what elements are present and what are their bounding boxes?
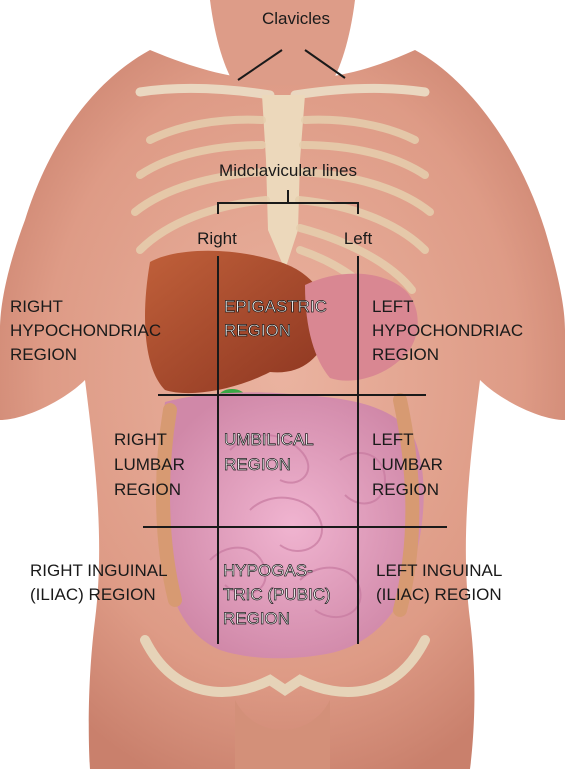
left-label: Left — [344, 229, 373, 248]
svg-text:HYPOCHONDRIAC: HYPOCHONDRIAC — [372, 321, 523, 340]
svg-text:REGION: REGION — [224, 321, 291, 340]
svg-text:LEFT INGUINAL: LEFT INGUINAL — [376, 561, 502, 580]
svg-text:LEFT: LEFT — [372, 430, 414, 449]
svg-text:REGION: REGION — [223, 609, 290, 628]
svg-text:REGION: REGION — [10, 345, 77, 364]
svg-text:RIGHT: RIGHT — [10, 297, 63, 316]
svg-text:LUMBAR: LUMBAR — [114, 455, 185, 474]
svg-text:EPIGASTRIC: EPIGASTRIC — [224, 297, 327, 316]
svg-text:(ILIAC) REGION: (ILIAC) REGION — [376, 585, 502, 604]
svg-text:(ILIAC) REGION: (ILIAC) REGION — [30, 585, 156, 604]
svg-text:REGION: REGION — [114, 480, 181, 499]
svg-text:REGION: REGION — [224, 455, 291, 474]
clavicles-label: Clavicles — [262, 9, 330, 28]
svg-text:RIGHT: RIGHT — [114, 430, 167, 449]
svg-text:LUMBAR: LUMBAR — [372, 455, 443, 474]
svg-text:RIGHT INGUINAL: RIGHT INGUINAL — [30, 561, 168, 580]
svg-text:UMBILICAL: UMBILICAL — [224, 430, 314, 449]
midclavicular-lines-label: Midclavicular lines — [219, 161, 357, 180]
svg-text:TRIC (PUBIC): TRIC (PUBIC) — [223, 585, 331, 604]
svg-text:HYPOCHONDRIAC: HYPOCHONDRIAC — [10, 321, 161, 340]
svg-text:REGION: REGION — [372, 480, 439, 499]
svg-text:LEFT: LEFT — [372, 297, 414, 316]
right-label: Right — [197, 229, 237, 248]
svg-text:REGION: REGION — [372, 345, 439, 364]
svg-text:HYPOGAS-: HYPOGAS- — [223, 561, 313, 580]
